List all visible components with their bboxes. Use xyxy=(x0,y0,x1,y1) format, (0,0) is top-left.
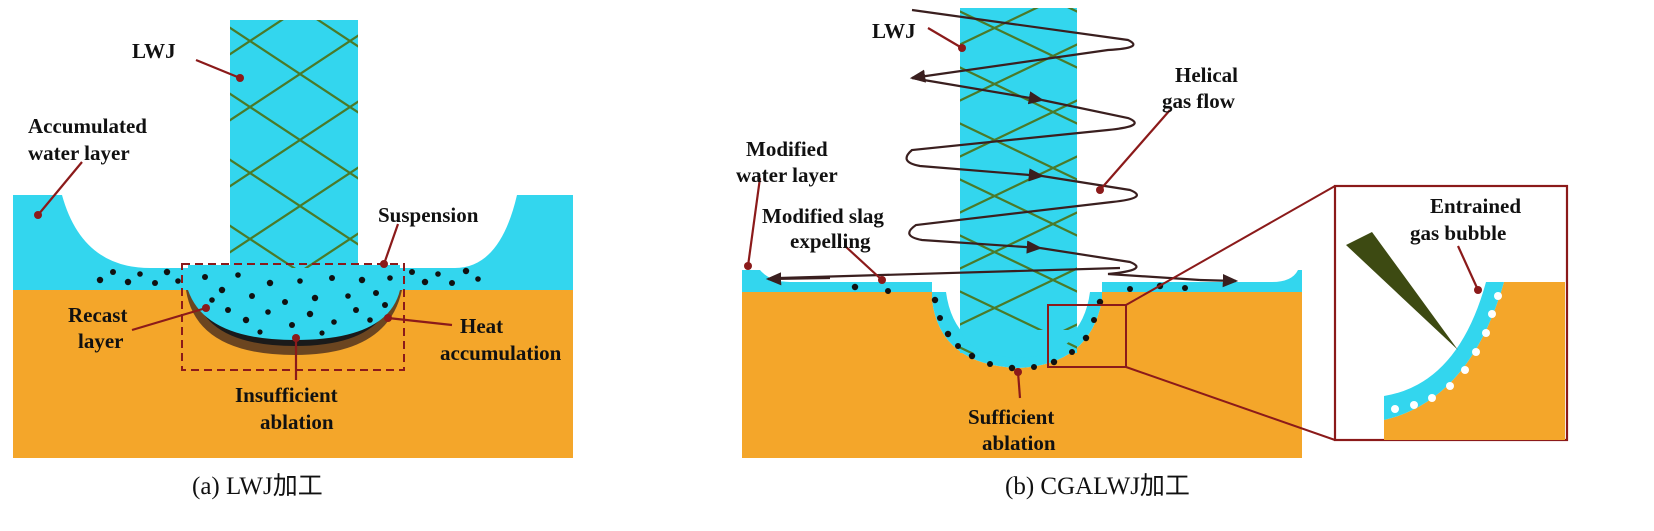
inset-bubbles xyxy=(1391,292,1502,413)
jet-b-lattice xyxy=(960,8,1077,353)
zoom-connector-bottom xyxy=(1125,366,1336,441)
zoom-source-box xyxy=(1047,304,1127,368)
label-entrained-1: Entrained xyxy=(1430,194,1521,218)
substrate-b xyxy=(742,292,1302,458)
crater-a xyxy=(188,265,400,340)
leader-dots-a xyxy=(34,74,392,342)
zoom-connector-top xyxy=(1125,185,1336,306)
label-insufficient-2: ablation xyxy=(260,410,334,434)
leaders-b xyxy=(746,27,1480,399)
label-entrained-2: gas bubble xyxy=(1410,221,1506,245)
label-insufficient-1: Insufficient xyxy=(235,383,338,407)
label-sufficient-2: ablation xyxy=(982,431,1056,455)
inset-laser-cone xyxy=(1346,232,1458,350)
panel-b: LWJ Helical gas flow Modified water laye… xyxy=(736,8,1569,500)
label-helical-2: gas flow xyxy=(1162,89,1236,113)
jet-a-lattice xyxy=(230,20,358,268)
particles-a xyxy=(96,267,481,336)
caption-b: (b) CGALWJ加工 xyxy=(1005,472,1190,500)
label-heat-1: Heat xyxy=(460,314,503,338)
water-layer-b-right xyxy=(1102,270,1302,292)
leaders-a xyxy=(37,58,453,380)
caption-a: (a) LWJ加工 xyxy=(192,472,323,500)
particles-b xyxy=(851,282,1188,372)
label-accumulated-1: Accumulated xyxy=(28,114,147,138)
leader-dots-b xyxy=(744,44,1482,376)
label-recast-1: Recast xyxy=(68,303,127,327)
label-recast-2: layer xyxy=(78,329,123,353)
label-heat-2: accumulation xyxy=(440,341,562,365)
water-layer-b xyxy=(742,270,932,292)
label-modified-water-1: Modified xyxy=(746,137,828,161)
panel-a: LWJ Accumulated water layer Suspension R… xyxy=(13,20,573,500)
label-modified-slag-2: expelling xyxy=(790,229,871,253)
label-modified-water-2: water layer xyxy=(736,163,838,187)
label-helical-1: Helical xyxy=(1175,63,1238,87)
label-lwj-a: LWJ xyxy=(132,39,176,63)
heat-zone-box xyxy=(181,263,405,371)
helical-gas-flow xyxy=(765,8,1239,288)
label-lwj-b: LWJ xyxy=(872,19,916,43)
label-sufficient-1: Sufficient xyxy=(968,405,1054,429)
label-suspension: Suspension xyxy=(378,203,479,227)
label-accumulated-2: water layer xyxy=(28,141,130,165)
label-modified-slag-1: Modified slag xyxy=(762,204,884,228)
